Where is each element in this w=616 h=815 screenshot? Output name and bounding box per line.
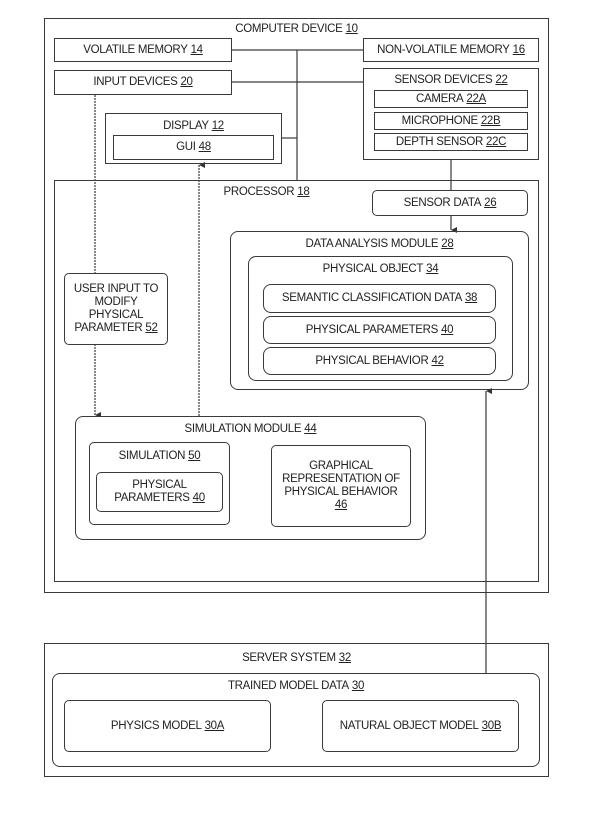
graphical-line-1: GRAPHICAL: [309, 460, 373, 472]
graphical-line-3: PHYSICAL BEHAVIOR: [284, 486, 398, 498]
user-input-line-2: MODIFY: [94, 296, 138, 308]
simulation-params-line-1: PHYSICAL: [132, 479, 187, 491]
graphical-representation-box: GRAPHICAL REPRESENTATION OF PHYSICAL BEH…: [271, 445, 411, 527]
user-input-line-3: PHYSICAL: [88, 309, 144, 321]
graphical-line-4: 46: [334, 499, 348, 511]
graphical-line-2: REPRESENTATION OF: [282, 473, 400, 485]
user-input-line-1: USER INPUT TO: [73, 283, 159, 295]
